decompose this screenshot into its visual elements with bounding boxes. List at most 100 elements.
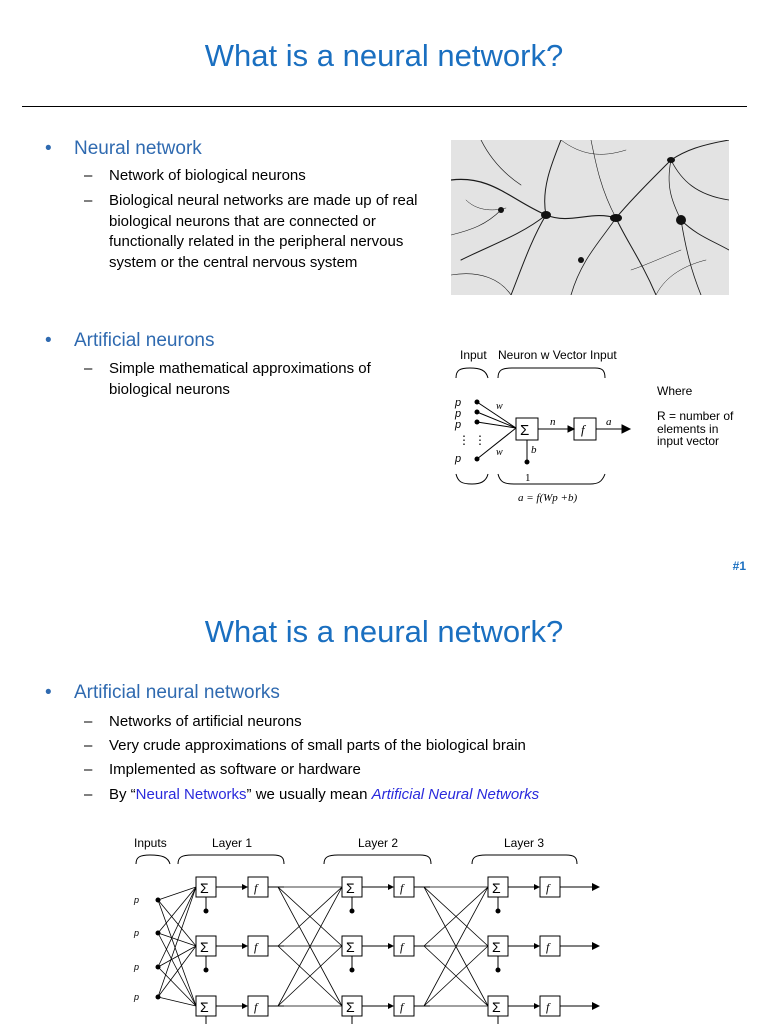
connection [157,899,197,947]
title-divider [22,106,747,107]
bullet-label: Neural network [74,138,202,159]
activation-node [539,995,561,1017]
final-arrowhead [592,942,600,950]
connection [157,899,197,1007]
sigma-symbol: Σ [492,880,501,896]
bias-node [349,908,355,914]
svg-text:w: w [496,447,503,458]
connection [157,932,197,1007]
sub-item-text: Implemented as software or hardware [109,761,361,778]
slide1-title: What is a neural network? [204,38,564,73]
sub-item-text: By “Neural Networks” we usually mean Art… [109,786,540,803]
svg-text:p: p [454,408,461,420]
activation-node [539,876,561,898]
neuron-brace [497,367,606,379]
bias-node [203,908,209,914]
input-node [155,964,161,970]
sub-item-text: Simple mathematical approximations of bi… [109,360,371,398]
where-label: Where [657,384,693,398]
arrowhead [242,1003,248,1009]
final-arrowhead [592,1002,600,1010]
connection [157,932,197,947]
arrowhead [534,943,540,949]
svg-text:p: p [133,928,139,938]
activation-node [393,935,415,957]
sigma-symbol: Σ [200,999,209,1015]
b-symbol: b [531,444,537,456]
formula: a = f(Wp +b) [518,492,577,504]
bullet-label: Artificial neural networks [74,682,280,703]
svg-text:p: p [454,419,461,431]
input-node [155,930,161,936]
svg-text:p: p [133,992,139,1002]
neuron-vector-input-diagram: Input Neuron w Vector Input ppp p ⋮ ⋮ w … [454,348,734,504]
sub-item-text: Network of biological neurons [109,167,306,184]
f-symbol: f [546,940,551,954]
page-number: #1 [732,559,746,573]
f-symbol: f [400,881,405,895]
bullet-label: Artificial neurons [74,330,215,351]
biological-neurons-image [451,140,729,295]
arrowhead [534,884,540,890]
connection [157,886,197,901]
sigma-symbol: Σ [200,880,209,896]
input-brace [455,367,489,379]
where-r-line1: R = number of [657,409,734,423]
bias-node [349,967,355,973]
where-r-line3: input vector [657,434,719,448]
sigma-symbol: Σ [492,999,501,1015]
activation-node [247,935,269,957]
bias-node [495,967,501,973]
layer2-label: Layer 2 [358,836,398,850]
sigma-symbol: Σ [346,939,355,955]
sigma-symbol: Σ [346,880,355,896]
sub-item-text: Very crude approximations of small parts… [109,737,526,754]
arrowhead [388,884,394,890]
sub-item-text: Networks of artificial neurons [109,713,302,730]
activation-node [247,876,269,898]
svg-text:p: p [454,453,461,465]
connection [157,886,197,968]
sigma-symbol: Σ [492,939,501,955]
final-arrowhead [592,883,600,891]
sigma-symbol: Σ [520,422,529,439]
layer1-label: Layer 1 [212,836,252,850]
bias-node [203,967,209,973]
arrowhead [388,1003,394,1009]
input-label: Input [460,348,487,362]
f-symbol: f [400,1000,405,1014]
connection [157,996,197,1007]
where-r-line2: elements in [657,422,718,436]
f-symbol: f [546,881,551,895]
bias-one: 1 [525,472,531,484]
sub-item-text: Biological neural networks are made up o… [109,192,418,271]
n-symbol: n [550,416,556,428]
svg-text:w: w [496,401,503,412]
connection [423,886,489,947]
f-symbol: f [254,881,259,895]
svg-text:⋮: ⋮ [458,433,470,447]
connection [157,886,197,998]
svg-text:⋮: ⋮ [474,433,486,447]
bullet-dot: • [45,682,52,703]
sigma-symbol: Σ [200,939,209,955]
neural-networks-link[interactable]: Neural Networks [135,786,247,803]
input-node [155,897,161,903]
svg-text:p: p [133,962,139,972]
slide2-title: What is a neural network? [204,614,564,649]
connection [277,945,343,1007]
f-symbol: f [400,940,405,954]
connection [277,886,343,947]
connection [157,886,197,934]
svg-text:p: p [133,895,139,905]
input-node [155,994,161,1000]
sigma-symbol: Σ [346,999,355,1015]
svg-text:p: p [454,397,461,409]
activation-node [247,995,269,1017]
connection [423,945,489,1007]
bullet-dot: • [45,138,52,159]
f-symbol: f [546,1000,551,1014]
connection [277,886,343,1007]
inputs-label: Inputs [134,836,167,850]
